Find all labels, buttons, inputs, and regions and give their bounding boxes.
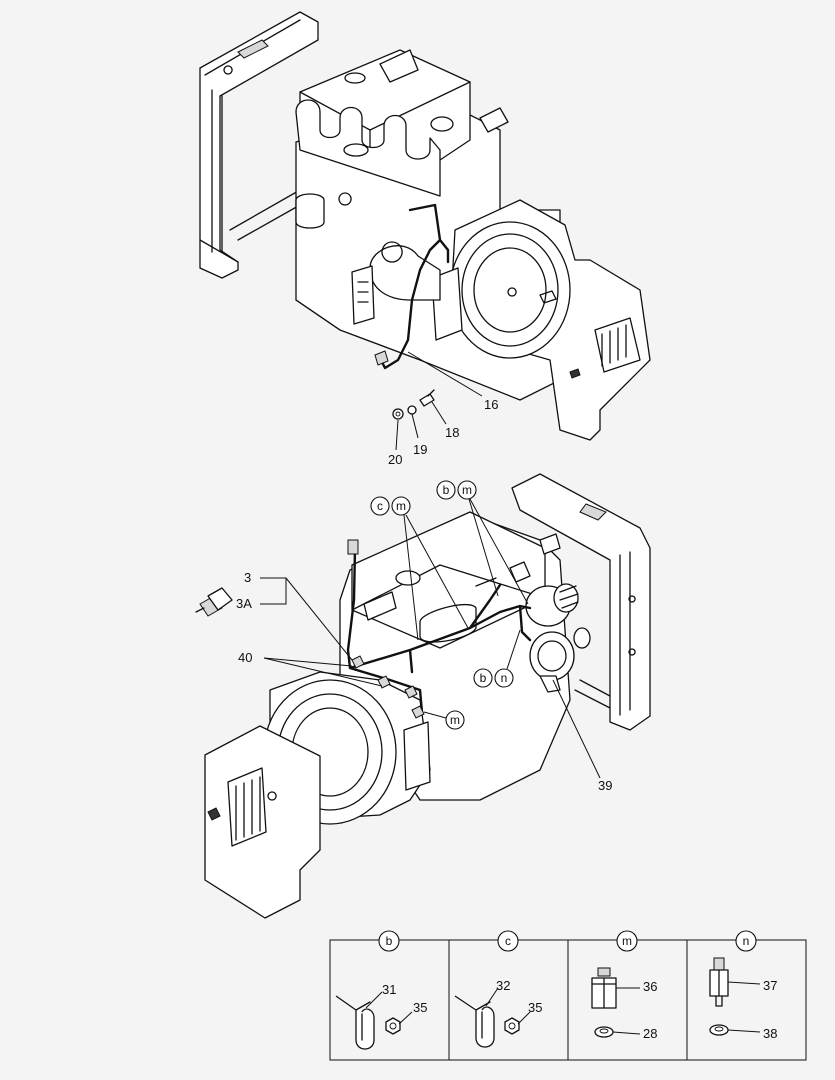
top-engine-assembly: 16 18 19 20	[199, 11, 651, 467]
panel-m-part-1: 36	[643, 979, 657, 994]
nut-20	[392, 408, 404, 420]
bubble-m: m	[450, 713, 460, 727]
callout-16: 16	[484, 397, 498, 412]
detail-panels: b 31 35 c 32 35 m	[329, 930, 807, 1061]
detail-panel-c: c 32 35	[454, 930, 542, 1048]
bottom-generator-housing	[204, 671, 431, 919]
panel-n-letter: n	[743, 934, 750, 948]
detail-panel-n: n 37 38	[709, 930, 777, 1041]
panel-b-part-1: 31	[382, 982, 396, 997]
detail-panel-b: b 31 35	[335, 930, 427, 1050]
bolt-18	[419, 389, 435, 407]
bubble-b: b	[480, 671, 487, 685]
top-radiator	[199, 11, 319, 279]
bubble-group-m: m	[423, 710, 465, 730]
panel-m-letter: m	[622, 934, 632, 948]
top-wire-harness	[378, 203, 450, 370]
callout-3a: 3A	[236, 596, 252, 611]
callout-20: 20	[388, 452, 402, 467]
connector-3a	[195, 587, 233, 617]
panel-n-part-1: 37	[763, 978, 777, 993]
bottom-wire-harness	[346, 546, 532, 714]
callout-39: 39	[598, 778, 612, 793]
bubble-n: n	[501, 671, 508, 685]
bottom-engine-assembly: 3 3A 40 39 c m b m b n	[195, 473, 651, 919]
bubble-group-b-m: b m	[436, 480, 529, 605]
bubble-c: c	[377, 499, 383, 513]
panel-c-part-1: 32	[496, 978, 510, 993]
panel-c-part-2: 35	[528, 1000, 542, 1015]
top-generator-housing	[431, 199, 651, 441]
callout-3: 3	[244, 570, 251, 585]
callout-19: 19	[413, 442, 427, 457]
callout-40: 40	[238, 650, 252, 665]
bubble-group-b-n: b n	[473, 629, 521, 688]
bubble-group-c-m: c m	[370, 496, 469, 641]
bottom-radiator	[511, 473, 651, 731]
panel-n-part-2: 38	[763, 1026, 777, 1041]
bubble-m: m	[396, 499, 406, 513]
panel-m-part-2: 28	[643, 1026, 657, 1041]
panel-b-letter: b	[386, 934, 393, 948]
panel-c-letter: c	[505, 934, 511, 948]
bubble-m: m	[462, 483, 472, 497]
washer-19	[407, 405, 417, 415]
top-starter	[351, 241, 441, 325]
detail-panel-m: m 36 28	[591, 930, 657, 1041]
callout-18: 18	[445, 425, 459, 440]
bubble-b: b	[443, 483, 450, 497]
panel-b-part-2: 35	[413, 1000, 427, 1015]
bottom-alternator	[525, 583, 591, 693]
